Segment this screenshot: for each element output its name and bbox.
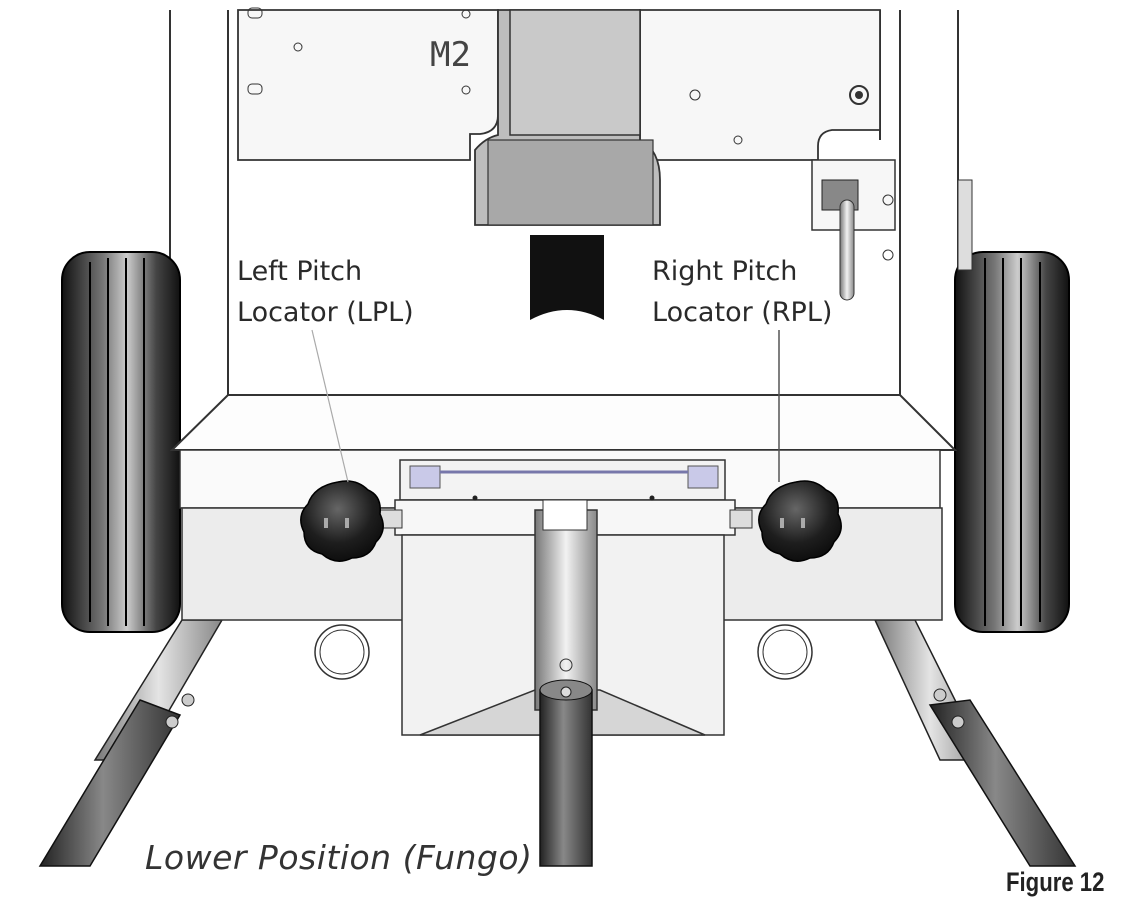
lpl-callout-line2: Locator (LPL) [237,297,414,328]
rpl-callout-line1: Right Pitch [652,256,798,287]
elevation-assembly [394,459,736,867]
right-wheel [954,179,1070,633]
left-pitch-locator-knob [300,480,403,562]
lpl-leader-line [311,329,349,483]
rpl-callout: Right Pitch Locator (RPL) [652,251,832,333]
right-pitch-locator-knob [729,480,842,562]
panel-marking: M2 [430,35,471,75]
rpl-callout-line2: Locator (RPL) [652,297,833,328]
right-leg [873,619,1077,867]
motor-plate [237,7,881,161]
left-wheel [61,251,181,633]
wheel-housing [474,9,661,320]
switch-handle [811,159,896,301]
figure-label: Figure 12 [1006,867,1105,897]
position-caption: Lower Position (Fungo) [145,838,533,877]
left-leg [38,619,224,867]
lpl-callout: Left Pitch Locator (LPL) [237,251,414,333]
lpl-callout-line1: Left Pitch [237,256,363,287]
